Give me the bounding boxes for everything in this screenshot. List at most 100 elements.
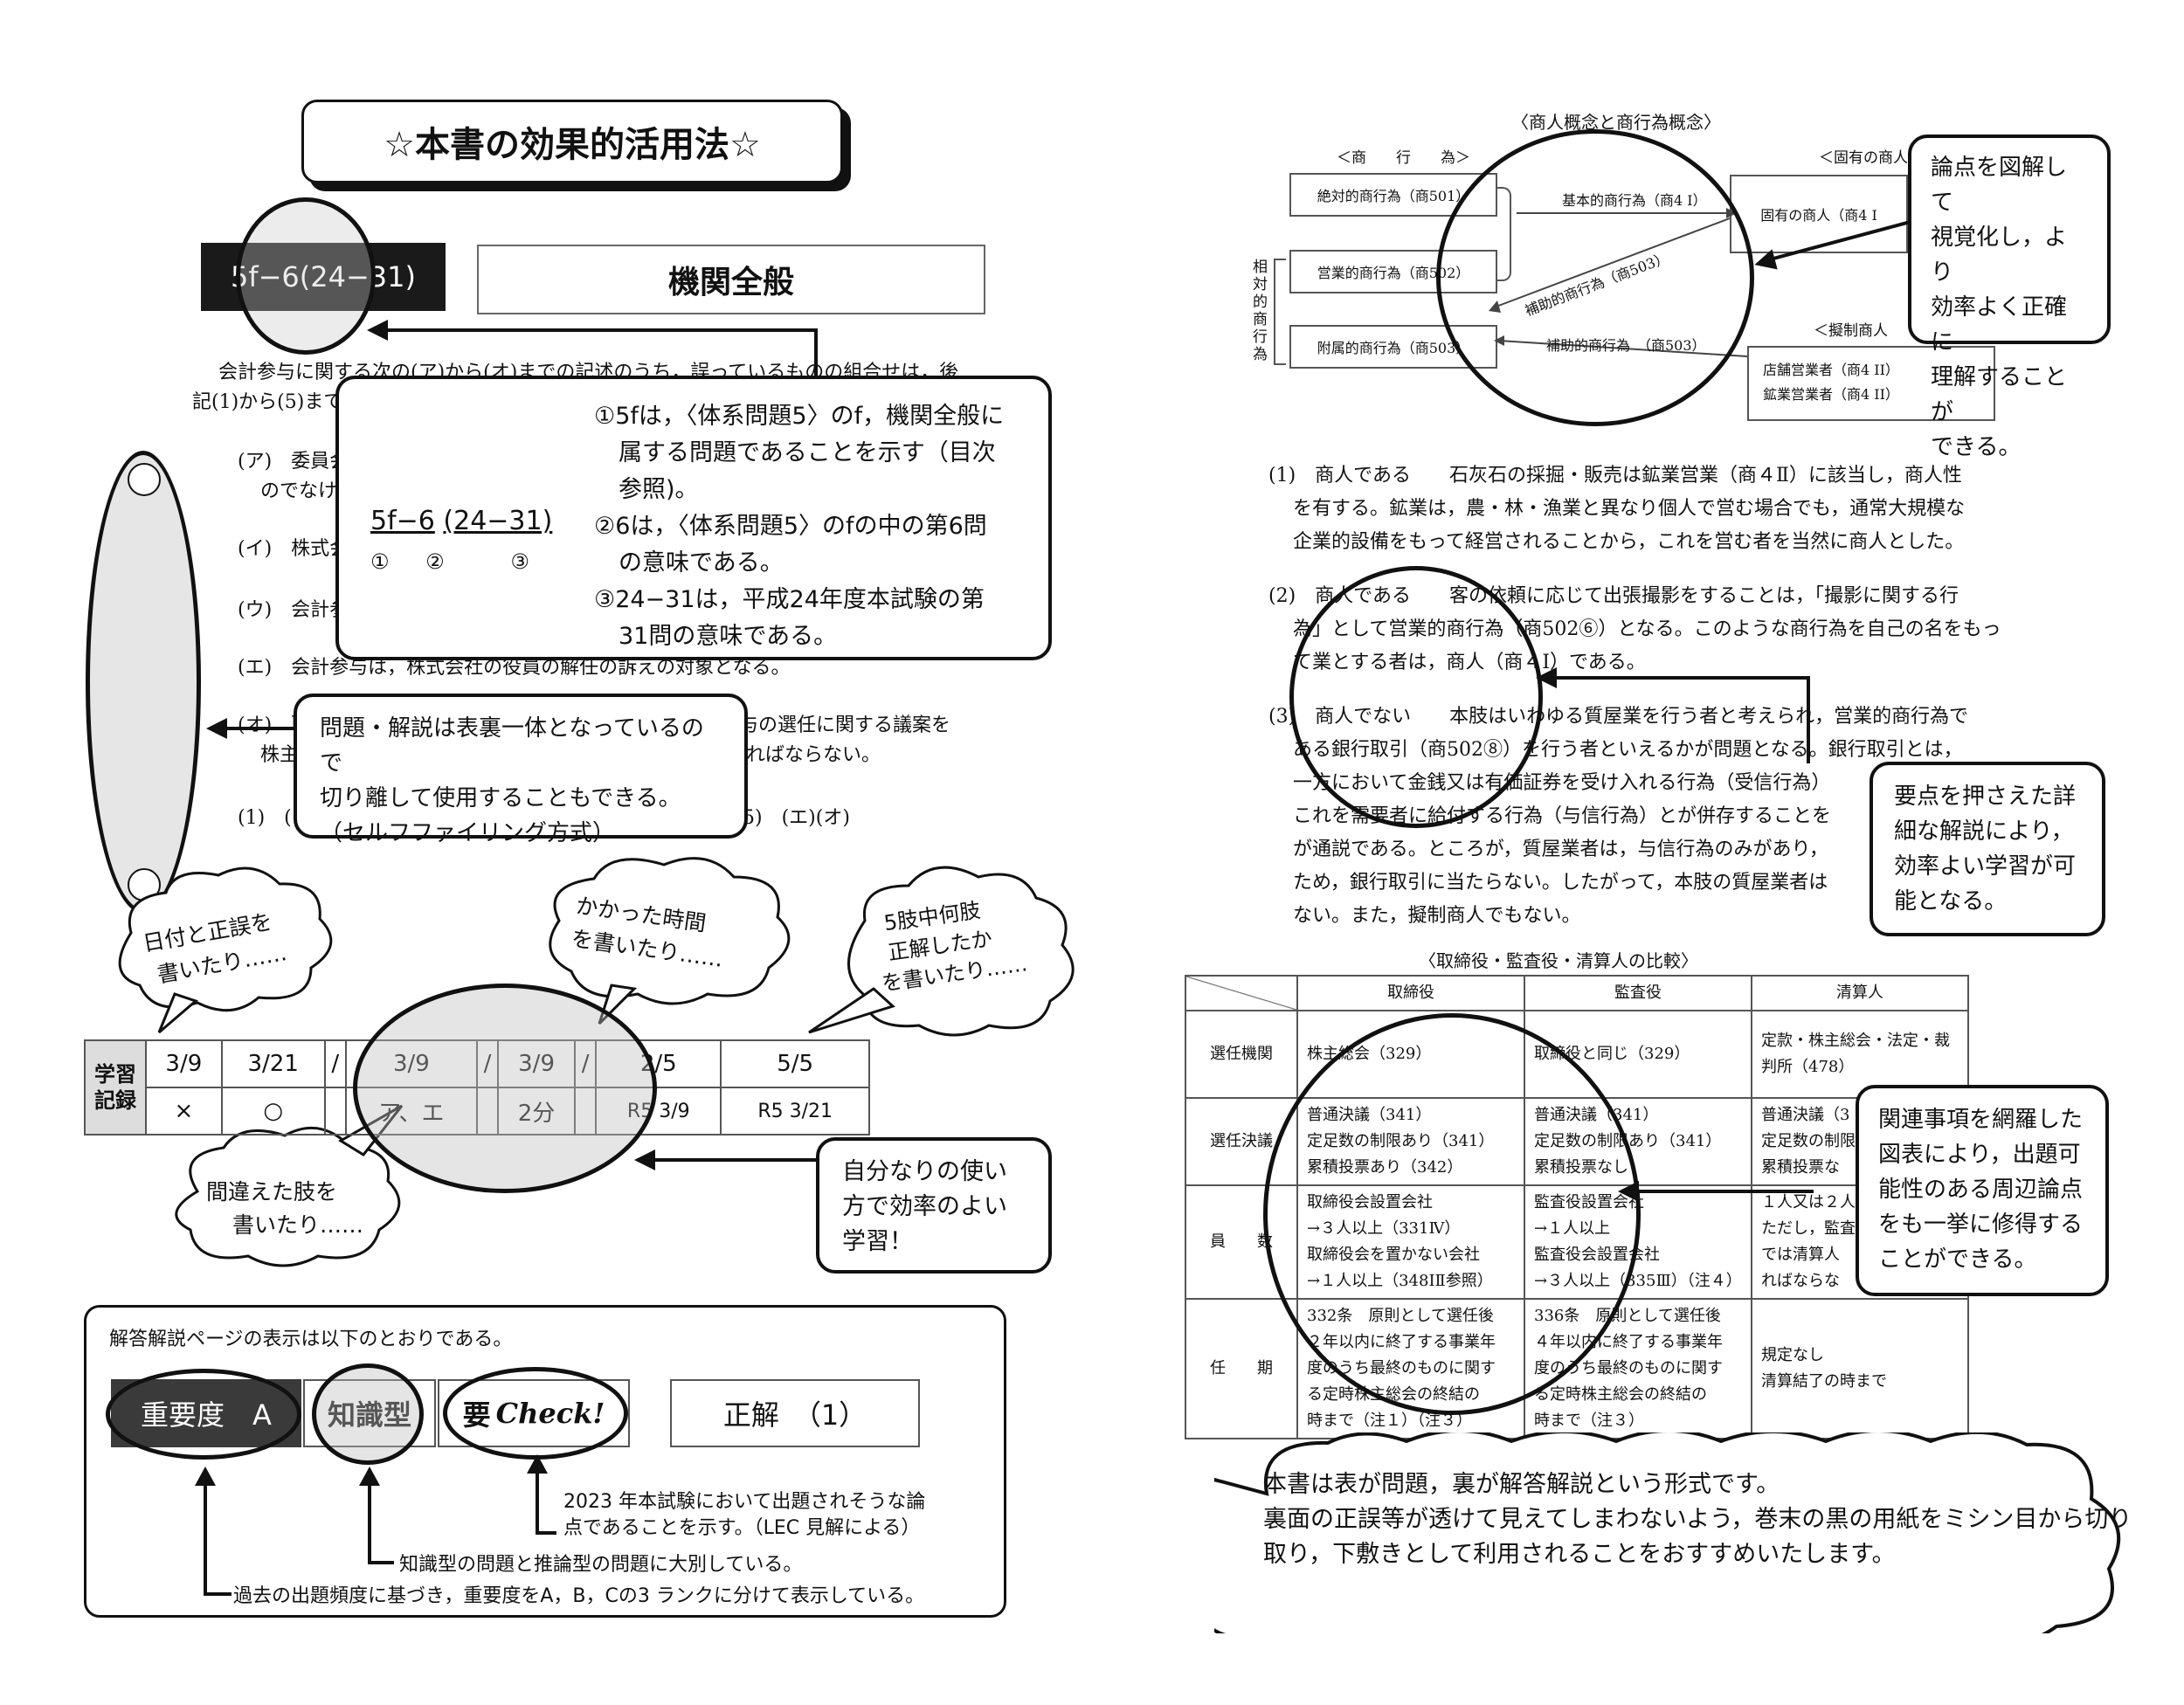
bubble-count-shape bbox=[808, 866, 1075, 1037]
code-line-7: 31問の意味である。 bbox=[619, 623, 838, 650]
explanation-1: (1) 商人である 石灰石の採掘・販売は鉱業営業（商４Ⅱ）に該当し，商人性 を有… bbox=[1268, 459, 2020, 559]
type-arrow-head bbox=[359, 1467, 380, 1486]
check-arrow-v bbox=[536, 1465, 539, 1533]
code-line-2: 属する問題であることを示す（目次 bbox=[619, 439, 996, 466]
record-date-1[interactable]: 3/9 bbox=[145, 1039, 223, 1088]
explanation-3-line-6: ため，銀行取引に当たらない。したがって，本肢の質屋業者は bbox=[1293, 872, 1828, 894]
explanation-1-line-2: を有する。鉱業は，農・林・漁業と異なり個人で営む場合でも，通常大規模な bbox=[1293, 498, 1966, 520]
table-callout-line-5: ことができる。 bbox=[1878, 1246, 2037, 1273]
code-main: 5f−6 bbox=[370, 506, 435, 536]
self-line-2: 方で効率のよい bbox=[842, 1193, 1007, 1220]
cloud-line-1: 本書は表が問題，裏が解答解説という形式です。 bbox=[1263, 1471, 1780, 1498]
explain-callout: 要点を押さえた詳 細な解説により， 効率よい学習が可 能となる。 bbox=[1870, 762, 2105, 936]
table-title: 〈取締役・監査役・清算人の比較〉 bbox=[1419, 950, 1698, 971]
binder-ellipse bbox=[86, 451, 201, 914]
merchant-box: 店舗営業者（商4 II） 鉱業営業者（商4 II） bbox=[1747, 346, 1995, 421]
row-term-label: 任 期 bbox=[1185, 1298, 1298, 1439]
option-a-cont: のでなけ bbox=[260, 480, 338, 502]
question-line-2: 記(1)から(5)まで bbox=[192, 391, 343, 413]
explain-callout-line-3: 効率よい学習が可 bbox=[1894, 853, 2077, 880]
row-appointment-label: 選任機関 bbox=[1185, 1010, 1298, 1099]
selffile-line-1: 問題・解説は表裏一体となっているので bbox=[320, 715, 704, 777]
explanation-3-line-5: が通説である。ところが，質屋業者は，与信行為のみがあり， bbox=[1293, 839, 1828, 860]
inherent-label: 固有の商人（商4 I bbox=[1760, 207, 1877, 224]
row-appointment-liquidator: 定款・株主総会・法定・裁判所（478） bbox=[1751, 1010, 1969, 1099]
marker-2: ② bbox=[425, 549, 445, 574]
diagram-callout-line-4: 理解することが bbox=[1931, 364, 2068, 425]
diagram-title: 〈商人概念と商行為概念〉 bbox=[1511, 112, 1721, 133]
note-type: 知識型の問題と推論型の問題に大別している。 bbox=[399, 1554, 803, 1576]
selffile-arrow-line bbox=[224, 727, 297, 730]
note-check-line-1: 2023 年本試験において出題されそうな論 bbox=[563, 1491, 926, 1513]
code-display: 5f−6 (24−31) bbox=[370, 503, 552, 540]
code-line-3: 参照)。 bbox=[619, 476, 699, 503]
record-result-2[interactable]: ○ bbox=[220, 1087, 326, 1136]
importance-arrow-head bbox=[195, 1467, 216, 1486]
mining-label: 鉱業営業者（商4 II） bbox=[1763, 386, 1899, 403]
code-explanation-text: ①5fは，〈体系問題5〉のf，機関全般に 属する問題であることを示す（目次 参照… bbox=[594, 398, 1004, 655]
type-ellipse bbox=[312, 1363, 424, 1465]
bubble-wrong: 間違えた肢を 書いたり…… bbox=[206, 1176, 363, 1242]
page-title: ☆本書の効果的活用法☆ bbox=[384, 125, 761, 165]
explain-arrow-line bbox=[1555, 676, 1808, 680]
diagram-side-label: 相対的商行為 bbox=[1253, 259, 1268, 363]
code-highlight-circle bbox=[236, 197, 376, 355]
problem-title-box: 機関全般 bbox=[477, 245, 985, 314]
bubble-wrong-line-2: 書いたり…… bbox=[232, 1212, 364, 1238]
note-importance: 過去の出題頻度に基づき，重要度をA，B，Cの3 ランクに分けて表示している。 bbox=[233, 1585, 925, 1607]
diagram-callout-line-3: 効率よく正確に bbox=[1931, 294, 2068, 355]
table-highlight-circle bbox=[1263, 1013, 1641, 1415]
record-result-9[interactable]: R5 3/21 bbox=[720, 1087, 870, 1136]
option-i: (イ) 株式会 bbox=[238, 538, 349, 560]
record-date-2[interactable]: 3/21 bbox=[220, 1039, 326, 1088]
code-line-1: ①5fは，〈体系問題5〉のf，機関全般に bbox=[594, 403, 1005, 430]
self-line-3: 学習！ bbox=[842, 1228, 913, 1255]
table-callout-line-4: をも一挙に修得する bbox=[1878, 1211, 2084, 1238]
code-line-5: の意味である。 bbox=[619, 549, 784, 576]
record-date-9[interactable]: 5/5 bbox=[720, 1039, 870, 1088]
table-arrow-head bbox=[1618, 1181, 1639, 1202]
diagram-col-right2: ＜擬制商人 bbox=[1814, 322, 1888, 340]
diagram-callout: 論点を図解して 視覚化し，より 効率よく正確に 理解することが できる。 bbox=[1908, 135, 2111, 460]
self-line-1: 自分なりの使い bbox=[842, 1158, 1007, 1185]
binder-hole-top bbox=[128, 463, 161, 496]
header-auditor: 監査役 bbox=[1524, 975, 1752, 1011]
table-arrow-line bbox=[1639, 1190, 1814, 1193]
explain-callout-line-1: 要点を押さえた詳 bbox=[1894, 783, 2077, 810]
selffile-callout: 問題・解説は表裏一体となっているので 切り離して使用することもできる。 （セルフ… bbox=[294, 694, 748, 846]
check-arrow-head bbox=[527, 1454, 548, 1474]
record-result-3[interactable] bbox=[323, 1087, 347, 1136]
table-callout-line-2: 図表により，出題可 bbox=[1878, 1142, 2081, 1168]
code-arrow-head bbox=[367, 320, 388, 341]
code-arrow-vert bbox=[814, 328, 818, 379]
answer-box: 正解 （1） bbox=[670, 1379, 920, 1447]
table-corner bbox=[1185, 975, 1298, 1011]
diagram-callout-line-1: 論点を図解して bbox=[1931, 155, 2068, 216]
page-title-box: ☆本書の効果的活用法☆ bbox=[301, 100, 843, 183]
explanation-3-line-7: ない。また，擬制商人でもない。 bbox=[1293, 905, 1581, 927]
business-label: 営業的商行為（商502） bbox=[1317, 265, 1470, 281]
type-arrow-v bbox=[368, 1477, 371, 1563]
table-callout-line-3: 能性のある周辺論点 bbox=[1878, 1177, 2084, 1203]
record-label-1: 学習 bbox=[94, 1062, 136, 1087]
cloud-text: 本書は表が問題，裏が解答解説という形式です。 裏面の正誤等が透けて見えてしまわな… bbox=[1263, 1467, 2137, 1572]
bubble-date-shape bbox=[118, 866, 333, 1034]
store-label: 店舗営業者（商4 II） bbox=[1763, 362, 1899, 378]
code-line-6: ③24−31は，平成24年度本試験の第 bbox=[594, 586, 985, 613]
explain-callout-line-2: 細な解説により， bbox=[1894, 818, 2074, 845]
cloud-shape bbox=[1214, 1432, 2121, 1633]
explanation-1-line-3: 企業的設備をもって経営されることから，これを営む者を当然に商人とした。 bbox=[1293, 531, 1965, 553]
importance-arrow-v bbox=[204, 1477, 207, 1594]
type-arrow-h bbox=[368, 1561, 394, 1564]
code-paren: (24−31) bbox=[443, 506, 553, 536]
diagram-highlight-circle bbox=[1436, 129, 1754, 426]
selffile-line-3: （セルフファイリング方式） bbox=[320, 820, 616, 846]
option-u: (ウ) 会計参 bbox=[238, 599, 349, 621]
record-date-3[interactable]: / bbox=[323, 1039, 347, 1088]
self-callout: 自分なりの使い 方で効率のよい 学習！ bbox=[816, 1137, 1052, 1274]
record-result-1[interactable]: × bbox=[145, 1087, 223, 1136]
auxiliary-label: 附属的商行為（商503） bbox=[1317, 340, 1470, 356]
header-director: 取締役 bbox=[1296, 975, 1525, 1011]
check-arrow-h bbox=[536, 1531, 556, 1535]
